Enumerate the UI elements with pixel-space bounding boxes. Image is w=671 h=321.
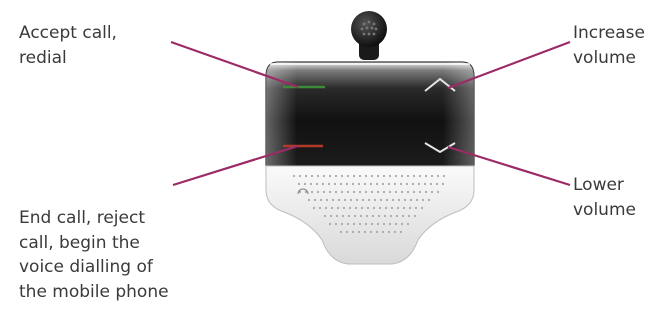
increase-volume-label-line: volume (573, 46, 645, 71)
lower-volume-label: Lower volume (573, 173, 636, 222)
speaker-grille-icon (266, 166, 474, 264)
increase-volume-label: Increase volume (573, 21, 645, 70)
lower-volume-label-line: volume (573, 198, 636, 223)
accept-call-label-line: redial (19, 46, 117, 71)
end-call-label-line: voice dialling of (19, 255, 169, 280)
accept-call-label-line: Accept call, (19, 21, 117, 46)
device-body (266, 62, 474, 168)
end-call-label: End call, reject call, begin the voice d… (19, 206, 169, 304)
end-call-label-line: call, begin the (19, 231, 169, 256)
end-call-label-line: the mobile phone (19, 280, 169, 305)
increase-volume-label-line: Increase (573, 21, 645, 46)
end-call-label-line: End call, reject (19, 206, 169, 231)
microphone-icon (351, 11, 387, 60)
accept-call-label: Accept call, redial (19, 21, 117, 70)
lower-volume-label-line: Lower (573, 173, 636, 198)
